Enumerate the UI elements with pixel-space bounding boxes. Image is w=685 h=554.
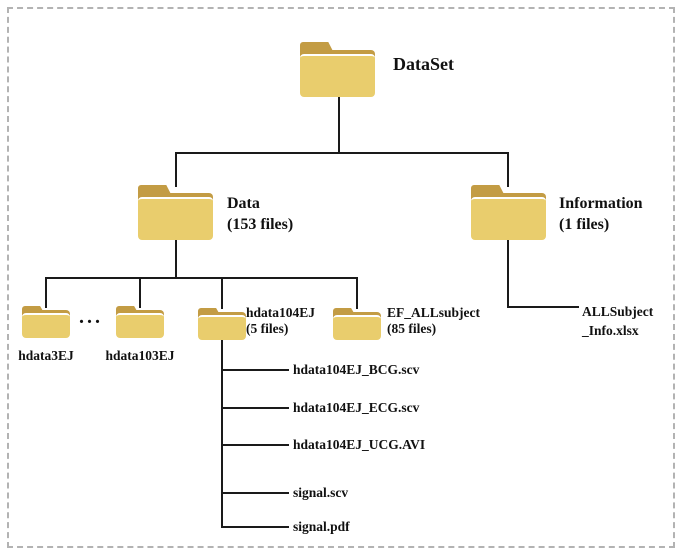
folder-icon-hdata104ej	[198, 308, 246, 340]
data-label-name: Data	[227, 195, 260, 212]
connector-drop-data	[175, 152, 177, 187]
folder-front	[198, 314, 246, 340]
folder-icon-data	[138, 185, 213, 240]
connector-drop-hdata3ej	[45, 277, 47, 308]
dataset-label: DataSet	[393, 54, 454, 74]
hdata3ej-label: hdata3EJ	[18, 348, 74, 363]
folder-icon-hdata103ej	[116, 306, 164, 338]
folder-icon-hdata3ej	[22, 306, 70, 338]
allsubject-info-label-line2: _Info.xlsx	[582, 323, 639, 338]
connector-file-branch-5	[221, 526, 289, 528]
folder-tab	[22, 306, 45, 314]
allsubject-info-label-line1: ALLSubject	[582, 304, 654, 319]
connector-information-stem	[507, 240, 509, 308]
file-label-signal-scv: signal.scv	[293, 485, 349, 500]
data-label-count: (153 files)	[227, 216, 294, 233]
hdata104ej-label-count: (5 files)	[246, 321, 289, 336]
information-label-count: (1 files)	[559, 216, 610, 233]
connector-drop-ef-allsubject	[356, 277, 358, 309]
connector-drop-hdata104ej	[221, 277, 223, 309]
connector-file-branch-3	[221, 444, 289, 446]
folder-icon-dataset	[300, 42, 375, 97]
information-label: Information (1 files)	[559, 193, 643, 235]
ef-allsubject-label-name: EF_ALLsubject	[387, 305, 481, 320]
connector-file-branch-1	[221, 369, 289, 371]
connector-root-stem	[338, 97, 340, 154]
folder-tab	[116, 306, 139, 314]
connector-drop-information	[507, 152, 509, 187]
folder-front	[471, 196, 546, 240]
folder-front	[22, 312, 70, 338]
connector-information-branch	[507, 306, 579, 308]
information-label-name: Information	[559, 195, 643, 212]
folder-front	[138, 196, 213, 240]
folder-front	[300, 53, 375, 97]
connector-data-stem	[175, 240, 177, 279]
connector-level2-rail	[175, 152, 509, 154]
folder-icon-ef-allsubject	[333, 308, 381, 340]
folder-front	[333, 314, 381, 340]
connector-drop-hdata103ej	[139, 277, 141, 308]
ellipsis-dots: ...	[79, 306, 103, 328]
ef-allsubject-label: EF_ALLsubject (85 files)	[387, 305, 480, 337]
file-label-ucg: hdata104EJ_UCG.AVI	[293, 437, 426, 452]
connector-files-stem	[221, 339, 223, 528]
folder-tab	[333, 308, 356, 316]
connector-file-branch-2	[221, 407, 289, 409]
folder-tab	[198, 308, 221, 316]
hdata104ej-label-name: hdata104EJ	[246, 305, 316, 320]
ef-allsubject-label-count: (85 files)	[387, 321, 437, 336]
connector-file-branch-4	[221, 492, 289, 494]
file-label-ecg: hdata104EJ_ECG.scv	[293, 400, 420, 415]
folder-front	[116, 312, 164, 338]
folder-icon-information	[471, 185, 546, 240]
connector-level3-rail	[45, 277, 358, 279]
hdata104ej-label: hdata104EJ (5 files)	[246, 305, 315, 337]
file-label-signal-pdf: signal.pdf	[293, 519, 350, 534]
hdata103ej-label: hdata103EJ	[105, 348, 175, 363]
allsubject-info-label: ALLSubject _Info.xlsx	[582, 302, 653, 340]
data-label: Data (153 files)	[227, 193, 293, 235]
diagram-dashed-border	[7, 7, 675, 548]
file-label-bcg: hdata104EJ_BCG.scv	[293, 362, 420, 377]
